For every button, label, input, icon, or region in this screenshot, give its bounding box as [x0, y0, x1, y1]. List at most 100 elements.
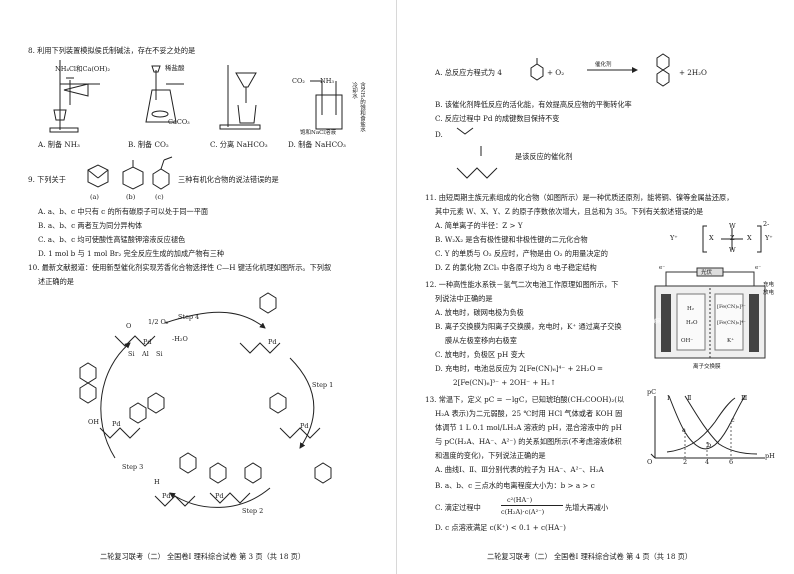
q9-stem-a: 9. 下列关于 [28, 175, 66, 184]
q10-label-pd-5: Pd [162, 492, 171, 500]
q13-option-b: B. a、b、c 三点水的电离程度大小为：b > a > c [435, 481, 595, 490]
q12-option-c: C. 放电时，负极区 pH 变大 [435, 350, 525, 359]
q12-label-k: K⁺ [727, 338, 735, 344]
q10-option-a-h2o: + 2H₂O [679, 68, 707, 77]
q10-stem-2: 述正确的是 [38, 277, 74, 286]
q11-struct-w-bottom: W [729, 246, 736, 254]
q13-line-2: H₂A 表示)为二元弱酸，25 ℃时用 HCl 气体或者 KOH 固 [435, 409, 623, 418]
q10-label-pd-2: Pd [268, 338, 277, 346]
q10-option-a-catalyst: 催化剂 [595, 62, 612, 68]
q10-label-pd-1: Pd [143, 338, 152, 346]
page-fold [396, 0, 397, 574]
q11-struct-z: Z [730, 234, 735, 242]
q12-label-charge: 充电 [763, 282, 775, 288]
q11-stem-1: 11. 由短周期主族元素组成的化合物（如图所示）是一种优质还原剂，能将铜、镍等金… [425, 193, 734, 202]
q9-option-a: A. a、b、c 中只有 c 的所有碳原子可以处于同一平面 [38, 207, 209, 216]
q12-label-discharge: 放电 [763, 290, 775, 296]
q10-label-h-1: H [154, 478, 160, 486]
q10-step-3: Step 3 [122, 463, 144, 471]
q8-label-hcl: 稀盐酸 [165, 64, 185, 72]
q13-axis-ph: pH [765, 452, 775, 460]
q12-stem-2: 列说法中正确的是 [435, 294, 493, 303]
q10-option-c: C. 反应过程中 Pd 的成键数目保持不变 [435, 114, 560, 123]
q10-option-d-structure [456, 127, 498, 179]
q13-point-b: b [707, 441, 712, 449]
q10-option-d-end: 是该反应的催化剂 [515, 152, 573, 161]
q8-reagent-nh4cl: NH₄Cl和Ca(OH)₂ [55, 65, 111, 73]
q10-label-oh-1: OH [88, 418, 99, 426]
q12-battery-diagram [654, 267, 766, 359]
q13-axis-pc: pC [647, 388, 657, 396]
q10-label-pd-3: Pd [300, 422, 309, 430]
q8-apparatus-b [145, 65, 184, 123]
q13-option-a: A. 曲线Ⅰ、Ⅱ、Ⅲ分别代表的粒子为 HA⁻、A²⁻、H₂A [435, 465, 604, 474]
q13-frac-bar [501, 505, 563, 506]
q13-pc-ph-plot [645, 392, 765, 472]
q13-tick-4: 4 [705, 458, 710, 466]
q12-option-b-cont: 膜从左极室移向右极室 [445, 336, 517, 345]
q10-step-2: Step 2 [242, 507, 264, 515]
q13-tick-2: 2 [683, 458, 688, 466]
q12-label-pv: 光伏 [701, 270, 713, 276]
q13-line-4: 与 pC(H₂A、HA⁻、A²⁻) 的关系如图所示(不考虑溶液体积 [435, 437, 622, 446]
left-footer: 二轮复习联考（二） 全国卷Ⅰ 理科综合试卷 第 3 页（共 18 页） [100, 552, 306, 561]
q8-option-c: C. 分离 NaHCO₃ [210, 140, 268, 149]
q13-option-c: C. 滴定过程中 [435, 503, 481, 512]
q11-option-c: C. Y 的单质与 O₂ 反应时，产物是由 O₂ 的用量决定的 [435, 249, 608, 258]
q12-label-h2o: H₂O [686, 320, 698, 326]
q9-mol-a-label: (a) [90, 193, 99, 201]
q12-label-e1: e⁻ [659, 265, 666, 271]
q10-step-4: Step 4 [178, 313, 200, 321]
q10-option-a-o2: + O₂ [547, 68, 565, 77]
q10-option-d: D. [435, 130, 443, 139]
q13-option-c-end: 先增大再减小 [565, 503, 609, 512]
q12-label-carbon-mesh: 碳网 [651, 319, 662, 325]
right-footer: 二轮复习联考（二） 全国卷Ⅰ 理科综合试卷 第 4 页（共 18 页） [487, 552, 693, 561]
q10-step-1: Step 1 [312, 381, 334, 389]
q8-option-d: D. 制备 NaHCO₃ [288, 140, 346, 149]
q10-option-a: A. 总反应方程式为 4 [435, 68, 502, 77]
q11-struct-y1: Y⁺ [670, 234, 678, 242]
q10-label-pd-4: Pd [215, 492, 224, 500]
q8-label-co2: CO₂ [292, 77, 305, 85]
q13-curve-1: Ⅰ [667, 394, 670, 402]
q8-option-b: B. 制备 CO₂ [128, 140, 169, 149]
q8-label-a: NH₄Cl和Ca(OH)₂ [55, 66, 110, 73]
q8-apparatus-a [49, 60, 100, 133]
q11-struct-x-left: X [709, 234, 714, 242]
q9-molecules [87, 156, 173, 190]
q8-label-nh3: NH₃ [320, 77, 334, 85]
q12-option-b: B. 离子交换膜为阳离子交换膜，充电时，K⁺ 通过离子交换 [435, 322, 622, 331]
q13-frac-den: c(H₂A)·c(A²⁻) [501, 508, 545, 516]
q8-label-caco3: CaCO₃ [168, 118, 190, 126]
q12-label-fe4: [Fe(CN)₆]⁴⁻ [717, 320, 746, 326]
q11-struct-x-right: X [747, 234, 752, 242]
q13-line-5: 和温度的变化)，下列说法正确的是 [435, 451, 546, 460]
q8-label-cold-water: 冷却水 [351, 82, 357, 99]
q11-struct-w-top: W [729, 222, 736, 230]
q13-line-3: 体调节 1 L 0.1 mol/LH₂A 溶液的 pH，混合溶液中的 pH [435, 423, 622, 432]
q10-stem-1: 10. 最新文献报道：使用新型催化剂实现芳香化合物选择性 C—H 键活化机理如图… [28, 263, 332, 272]
q10-mechanism-diagram [79, 292, 332, 508]
q9-mol-c-label: (c) [155, 193, 164, 201]
q11-option-a: A. 简单离子的半径：Z > Y [435, 221, 523, 230]
q8-apparatus-c [219, 65, 261, 130]
q13-frac-num: c²(HA⁻) [507, 496, 533, 504]
q9-option-d: D. 1 mol b 与 1 mol Br₂ 完全反应生成的加成产物有三种 [38, 249, 225, 258]
q11-struct-y2: Y⁺ [765, 234, 773, 242]
q8-label-nacl: 饱和NaCl溶液 [300, 130, 337, 136]
q11-struct-charge: 2- [763, 220, 770, 228]
q11-stem-2: 其中元素 W、X、Y、Z 的原子序数依次增大，且总和为 35。下列有关叙述错误的… [435, 207, 704, 216]
q10-label-al-1: Al [142, 350, 149, 358]
q9-mol-b-label: (b) [126, 193, 136, 201]
q12-option-d-cont: 2[Fe(CN)₆]³⁻ + 2OH⁻ + H₂↑ [453, 378, 556, 387]
q11-option-d: D. Z 的氯化物 ZCl₃ 中各原子均为 8 电子稳定结构 [435, 263, 597, 272]
q13-tick-6: 6 [729, 458, 734, 466]
q13-curve-2: Ⅱ [687, 394, 692, 402]
q13-curve-3: Ⅲ [741, 394, 748, 402]
q10-label-pd-6: Pd [112, 420, 121, 428]
q10-label-half-o2: 1/2 O₂ [148, 318, 169, 326]
q13-point-c: c [731, 416, 735, 424]
q12-label-e2: e⁻ [755, 265, 762, 271]
q10-label-minus-h2o: -H₂O [172, 335, 188, 343]
